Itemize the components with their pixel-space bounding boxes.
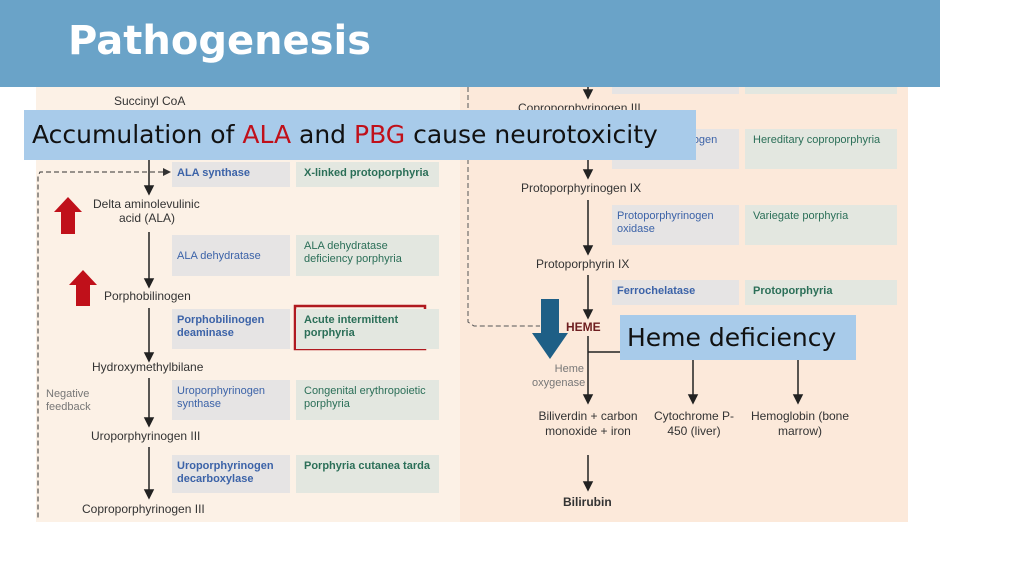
callout-ala: ALA xyxy=(242,120,292,149)
callout-pbg: PBG xyxy=(354,120,406,149)
disease-box: ALA dehydratase deficiency porphyria xyxy=(296,235,439,276)
heme-feedback-line xyxy=(467,87,540,327)
disease-box-partial xyxy=(745,87,897,94)
up-arrow-icon xyxy=(69,270,97,306)
enzyme-box: Protoporphyrinogen oxidase xyxy=(612,205,739,245)
enzyme-box: ALA synthase xyxy=(172,162,290,187)
enzyme-box: Porphobilinogen deaminase xyxy=(172,309,290,349)
callout-text: cause neurotoxicity xyxy=(405,120,658,149)
enzyme-box: Uroporphyrinogen decarboxylase xyxy=(172,455,290,493)
disease-box: Porphyria cutanea tarda xyxy=(296,455,439,493)
arrowhead xyxy=(143,185,155,196)
heme-oxygenase-label: Heme oxygenase xyxy=(532,363,586,389)
disease-box-highlighted: Acute intermittent porphyria xyxy=(296,309,439,349)
node-ala-line1: Delta aminolevulinic xyxy=(93,197,200,211)
disease-box: X-linked protoporphyria xyxy=(296,162,439,187)
node-coproporphyrinogen-iii-left: Coproporphyrinogen III xyxy=(82,502,205,516)
arrowhead xyxy=(143,278,155,289)
enzyme-box-partial xyxy=(612,87,739,94)
node-ala-line2: acid (ALA) xyxy=(119,211,176,225)
up-arrow-icon xyxy=(54,197,82,234)
callout-text: and xyxy=(291,120,354,149)
node-heme: HEME xyxy=(566,320,601,334)
negative-feedback-line xyxy=(37,171,163,520)
heme-deficiency-callout: Heme deficiency xyxy=(620,315,856,360)
disease-box: Hereditary coproporphyria xyxy=(745,129,897,169)
product-hemoglobin: Hemoglobin (bone marrow) xyxy=(750,409,850,438)
node-succinyl-coa: Succinyl CoA xyxy=(114,94,186,108)
neurotoxicity-callout: Accumulation of ALA and PBG cause neurot… xyxy=(24,110,696,160)
enzyme-box: Ferrochelatase xyxy=(612,280,739,305)
slide-header: Pathogenesis xyxy=(0,0,940,87)
disease-box: Variegate porphyria xyxy=(745,205,897,245)
enzyme-box: ALA dehydratase xyxy=(172,235,290,276)
down-arrow-icon xyxy=(532,299,568,359)
enzyme-box: Uroporphyrinogen synthase xyxy=(172,380,290,420)
node-hydroxymethylbilane: Hydroxymethylbilane xyxy=(92,360,204,374)
node-uroporphyrinogen-iii: Uroporphyrinogen III xyxy=(91,429,201,443)
product-cytochrome: Cytochrome P-450 (liver) xyxy=(653,409,735,438)
node-protoporphyrinogen-ix: Protoporphyrinogen IX xyxy=(521,181,642,195)
disease-box: Congenital erythropoietic porphyria xyxy=(296,380,439,420)
slide-title: Pathogenesis xyxy=(68,18,372,64)
node-protoporphyrin-ix: Protoporphyrin IX xyxy=(536,257,630,271)
product-bilirubin: Bilirubin xyxy=(563,495,612,509)
negative-feedback-label: Negative feedback xyxy=(46,388,91,413)
product-biliverdin: Biliverdin + carbon monoxide + iron xyxy=(538,409,638,438)
callout-text: Accumulation of xyxy=(32,120,243,149)
arrowhead xyxy=(143,489,155,500)
node-porphobilinogen: Porphobilinogen xyxy=(104,289,191,303)
disease-box: Protoporphyria xyxy=(745,280,897,305)
arrowhead xyxy=(143,417,155,428)
arrowhead xyxy=(143,352,155,363)
